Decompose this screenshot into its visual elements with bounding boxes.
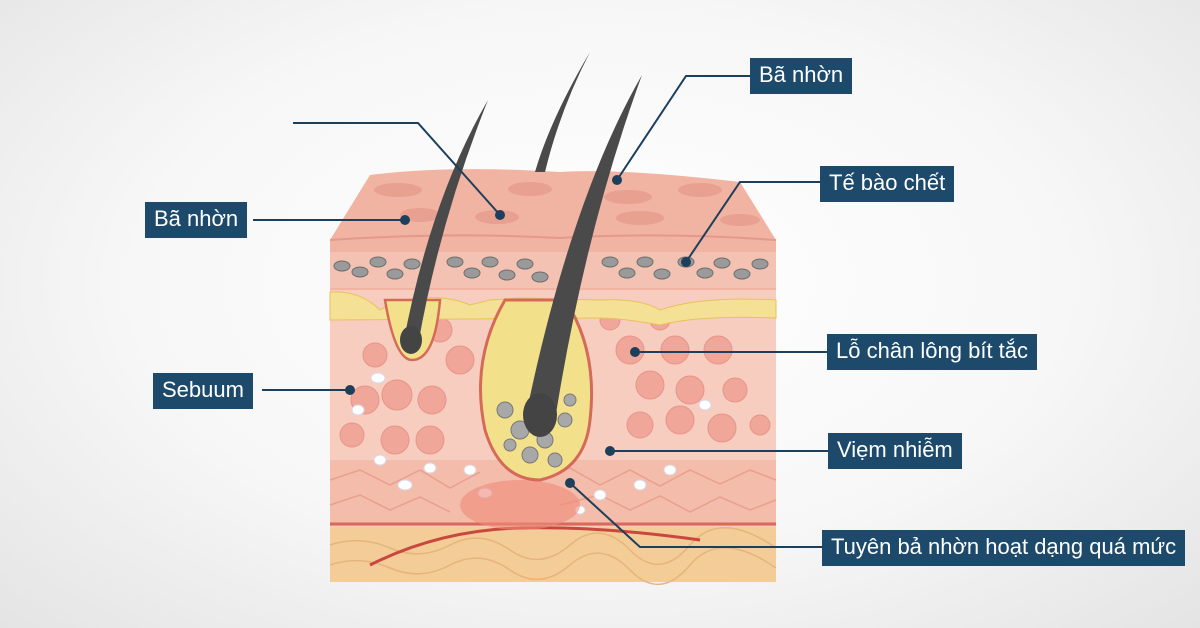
hair-right bbox=[525, 75, 642, 425]
leader-lines bbox=[253, 75, 828, 548]
epidermis-cells bbox=[374, 182, 760, 226]
label-sebum-left: Bã nhờn bbox=[145, 202, 248, 238]
hair-left bbox=[403, 100, 488, 349]
fat-cells bbox=[329, 527, 777, 586]
label-clogged-pore: Lỗ chân lông bít tắc bbox=[827, 334, 1038, 370]
pore-debris bbox=[496, 393, 577, 468]
dead-cells bbox=[333, 256, 769, 283]
hair-bulb-left bbox=[400, 326, 422, 354]
dermis-cell-network bbox=[329, 467, 777, 513]
label-dead-cells: Tế bào chết bbox=[820, 166, 955, 202]
label-inflammation: Viẹm nhiễm bbox=[828, 433, 962, 469]
label-sebum-top: Bã nhờn bbox=[750, 58, 853, 94]
leader-dots bbox=[345, 175, 691, 488]
hair-bulb-right bbox=[523, 393, 557, 437]
label-sebuum: Sebuum bbox=[153, 373, 253, 409]
inflammation-area bbox=[460, 480, 580, 530]
hair-center bbox=[535, 52, 590, 172]
label-overactive-gland: Tuyên bả nhờn hoạt dạng quá mức bbox=[822, 530, 1186, 566]
